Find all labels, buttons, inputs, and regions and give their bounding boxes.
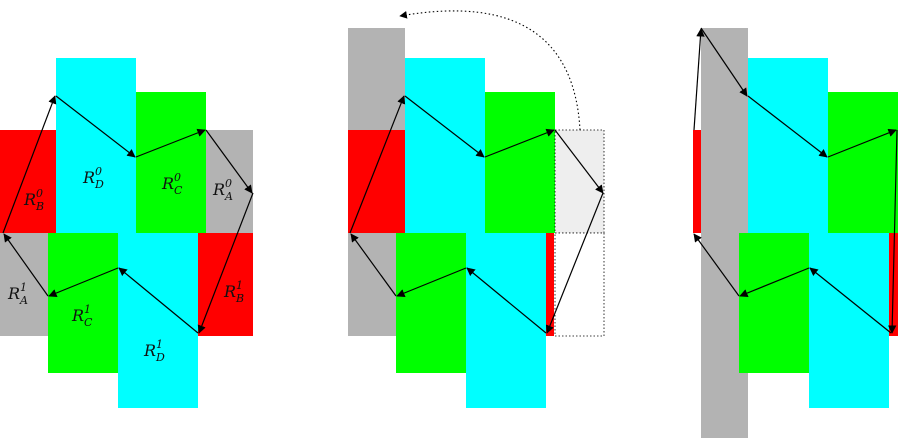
rect-red-sliver xyxy=(546,233,554,336)
panel-moved-block xyxy=(348,10,605,408)
rect-cyan-top xyxy=(748,58,828,233)
rect-r0d xyxy=(56,58,136,233)
path-arrows xyxy=(2,95,254,334)
panel-result xyxy=(693,27,898,438)
rect-cyan-bottom xyxy=(466,233,546,408)
rect-r0c xyxy=(136,92,206,233)
rect-green-bottom xyxy=(396,233,466,373)
rect-r0a xyxy=(206,130,253,233)
rect-r1d xyxy=(118,233,198,408)
rect-red-left xyxy=(348,130,405,233)
ghost-block-bottom xyxy=(554,232,605,337)
path-arrows xyxy=(693,27,898,334)
path-arrows xyxy=(349,95,604,334)
ghost-block-top xyxy=(554,129,605,234)
rect-red-sliver-left xyxy=(693,130,701,233)
rect-r1b xyxy=(198,233,253,336)
rect-green-top xyxy=(485,92,555,233)
rect-r1c xyxy=(48,233,118,373)
rect-cyan-bottom xyxy=(809,233,889,408)
move-arrow-dotted xyxy=(399,10,581,131)
rect-green-top xyxy=(828,92,898,233)
rect-green-bottom xyxy=(739,233,809,373)
rect-cyan-top xyxy=(405,58,485,233)
